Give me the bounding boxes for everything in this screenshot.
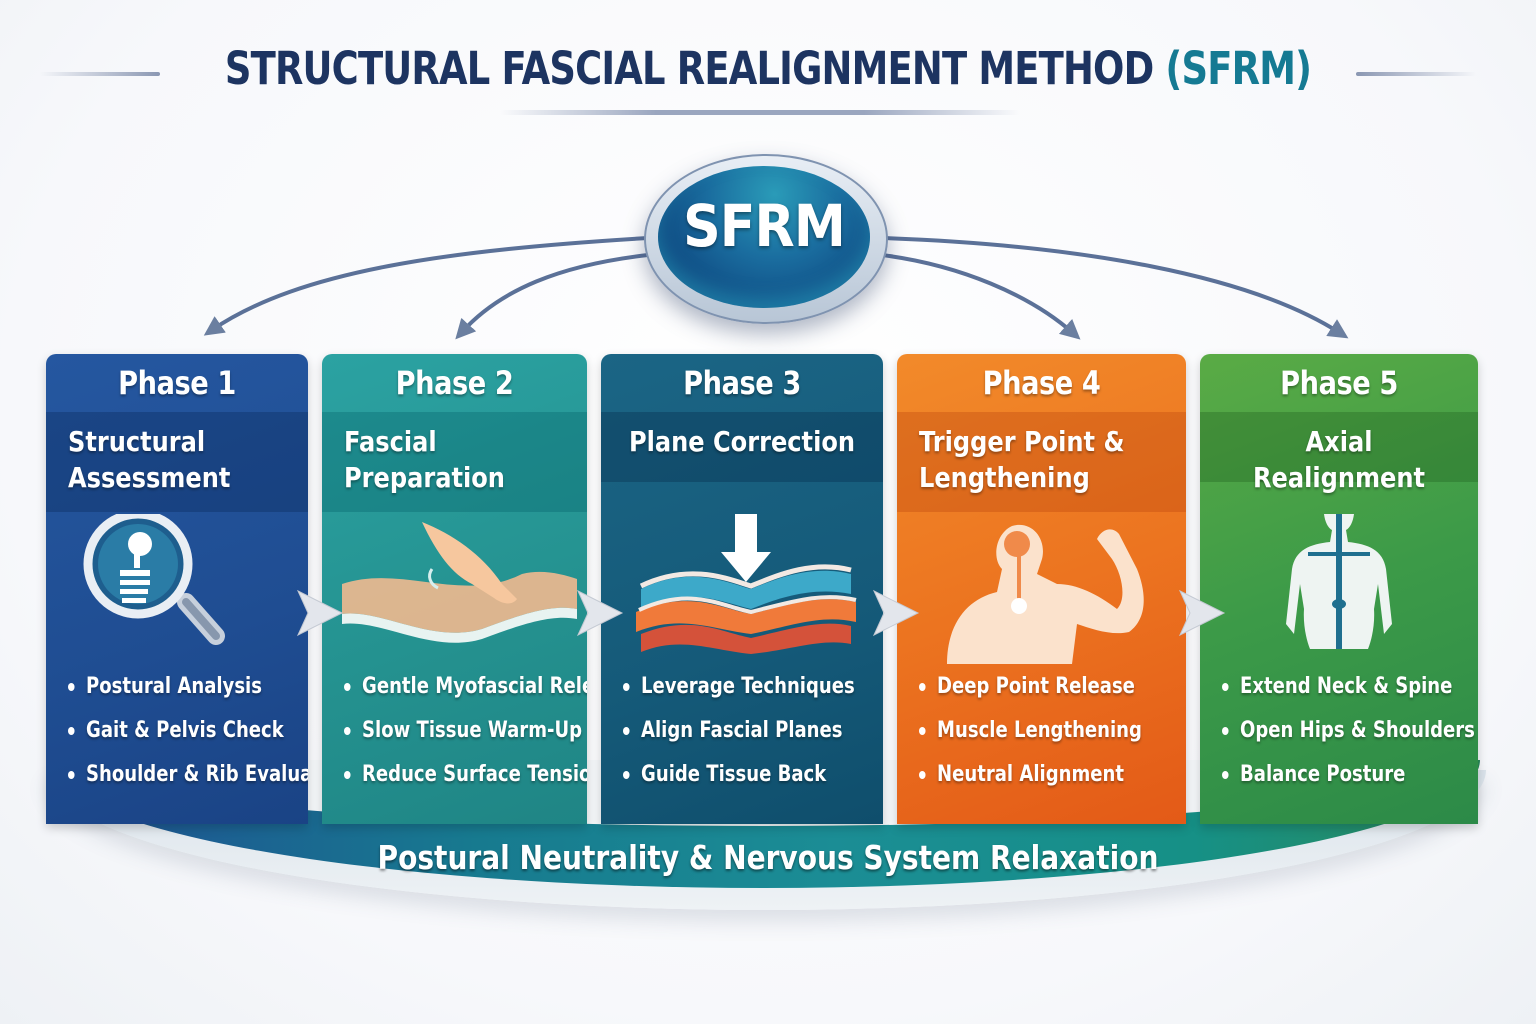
phase-header-band <box>322 412 587 512</box>
bullet-icon <box>919 727 926 735</box>
sfrm-hub: SFRM <box>644 154 888 324</box>
bullet-icon <box>68 727 75 735</box>
bullet-icon <box>623 683 630 691</box>
phase-item: Balance Posture <box>1222 760 1432 804</box>
phase-item: Slow Tissue Warm-Up <box>344 716 582 760</box>
bullet-icon <box>919 771 926 779</box>
phase-items: Gentle Myofascial Release Slow Tissue Wa… <box>344 672 587 804</box>
bullet-icon <box>1222 771 1229 779</box>
flexing-torso-icon <box>897 514 1186 664</box>
connector-phase-2 <box>455 253 649 340</box>
bullet-icon <box>623 727 630 735</box>
phase-item: Postural Analysis <box>68 672 265 716</box>
phase-subtitle: Axial Realignment <box>1252 425 1426 494</box>
hub-label: SFRM <box>683 192 846 260</box>
title-rule-left <box>40 72 160 76</box>
bullet-icon <box>344 771 351 779</box>
connector-phase-4 <box>881 253 1081 340</box>
phase-items: Deep Point Release Muscle Lengthening Ne… <box>919 672 1186 804</box>
phase-items: Leverage Techniques Align Fascial Planes… <box>623 672 883 804</box>
bullet-icon <box>344 683 351 691</box>
hub-core <box>658 166 870 308</box>
connector-phase-5 <box>881 236 1349 339</box>
phase-item: Open Hips & Shoulders <box>1222 716 1475 760</box>
phase-subtitle: Trigger Point & Lengthening <box>919 425 1125 494</box>
phase-item: Neutral Alignment <box>919 760 1138 804</box>
bullet-icon <box>68 771 75 779</box>
phase-title: Phase 4 <box>982 364 1101 402</box>
phase-header-band <box>601 412 883 482</box>
phase-subtitle: Fascial Preparation <box>344 425 505 494</box>
phase-title: Phase 1 <box>118 364 236 402</box>
page-title: STRUCTURAL FASCIAL REALIGNMENT METHOD (S… <box>138 42 1398 95</box>
phase-item: Align Fascial Planes <box>623 716 843 760</box>
phase-items: Postural Analysis Gait & Pelvis Check Sh… <box>68 672 308 804</box>
phase-subtitle: Plane Correction <box>628 425 856 458</box>
phase-header-band <box>897 412 1186 512</box>
phase-item: Shoulder & Rib Evaluation <box>68 760 308 804</box>
title-acronym: (SFRM) <box>1165 42 1312 95</box>
bullet-icon <box>919 683 926 691</box>
phase-header-band <box>1200 412 1478 482</box>
phase-item: Gentle Myofascial Release <box>344 672 587 716</box>
magnifier-skeleton-icon <box>46 509 308 664</box>
title-rule-right <box>1356 72 1476 76</box>
phase-card-3: Phase 3 Plane Correction Leverage Techni… <box>601 354 883 824</box>
bullet-icon <box>1222 727 1229 735</box>
bullet-icon <box>623 771 630 779</box>
bullet-icon <box>1222 683 1229 691</box>
phase-title: Phase 2 <box>395 364 514 402</box>
header: STRUCTURAL FASCIAL REALIGNMENT METHOD (S… <box>0 42 1536 112</box>
hand-on-tissue-icon <box>322 514 587 664</box>
title-underline <box>500 110 1020 115</box>
phase-item: Extend Neck & Spine <box>1222 672 1452 716</box>
phase-item: Reduce Surface Tension <box>344 760 587 804</box>
phase-card-4: Phase 4 Trigger Point & Lengthening Deep… <box>897 354 1186 824</box>
phase-item: Guide Tissue Back <box>623 760 836 804</box>
flow-arrow-2-3 <box>576 589 624 637</box>
bullet-icon <box>68 683 75 691</box>
title-main: STRUCTURAL FASCIAL REALIGNMENT METHOD <box>224 42 1166 95</box>
phase-subtitle: Structural Assessment <box>68 425 231 494</box>
phase-item: Gait & Pelvis Check <box>68 716 284 760</box>
phase-card-5: Phase 5 Axial Realignment Extend Neck & … <box>1200 354 1478 824</box>
phase-header-band <box>46 412 308 512</box>
connector-phase-1 <box>203 236 649 336</box>
phase-title: Phase 3 <box>683 364 801 402</box>
body-spine-axis-icon <box>1200 489 1478 664</box>
flow-arrow-1-2 <box>296 589 344 637</box>
phase-item: Leverage Techniques <box>623 672 855 716</box>
phase-item: Deep Point Release <box>919 672 1138 716</box>
flow-arrow-4-5 <box>1178 589 1226 637</box>
flow-arrow-3-4 <box>872 589 920 637</box>
phase-title: Phase 5 <box>1280 364 1398 402</box>
phase-items: Extend Neck & Spine Open Hips & Shoulder… <box>1222 672 1478 804</box>
phase-card-1: Phase 1 Structural Assessment Postural A… <box>46 354 308 824</box>
bullet-icon <box>344 727 351 735</box>
phase-card-2: Phase 2 Fascial Preparation Gentle Myofa… <box>322 354 587 824</box>
outcome-label: Postural Neutrality & Nervous System Rel… <box>377 838 1159 877</box>
phase-item: Muscle Lengthening <box>919 716 1142 760</box>
tissue-layers-arrow-icon <box>601 514 883 664</box>
